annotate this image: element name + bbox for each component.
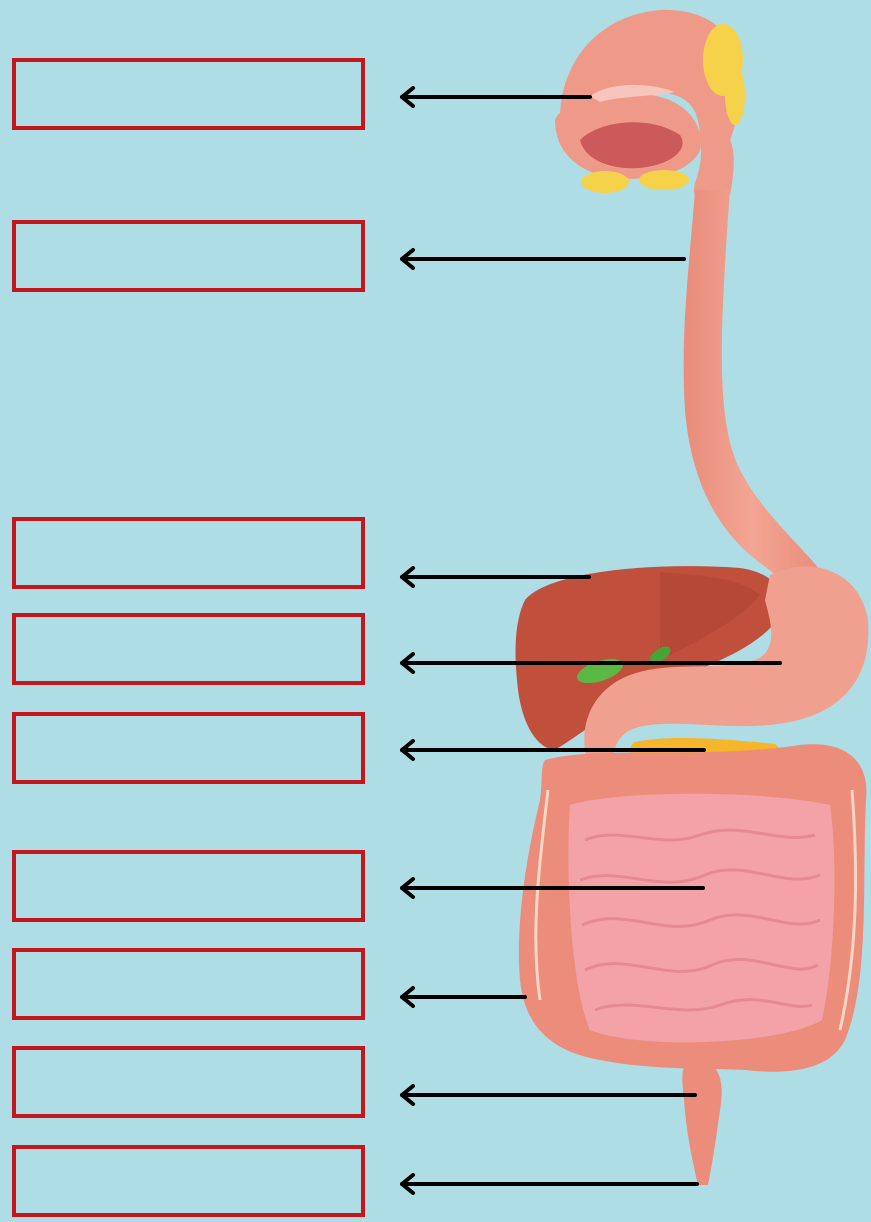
label-box-pancreas[interactable]: [12, 712, 365, 784]
label-box-mouth[interactable]: [12, 58, 365, 130]
left-arrow-icon: [402, 988, 525, 1006]
label-box-liver[interactable]: [12, 517, 365, 589]
label-box-esophagus[interactable]: [12, 220, 365, 292]
left-arrow-icon: [402, 250, 684, 268]
left-arrow-icon: [402, 1086, 695, 1104]
left-arrow-icon: [402, 1175, 697, 1193]
label-box-rectum[interactable]: [12, 1046, 365, 1118]
label-box-stomach[interactable]: [12, 613, 365, 685]
label-box-large-intestine[interactable]: [12, 948, 365, 1020]
rectum-illustration: [682, 1060, 721, 1185]
label-box-anus[interactable]: [12, 1145, 365, 1217]
label-box-small-intestine[interactable]: [12, 850, 365, 922]
esophagus-illustration: [684, 190, 820, 590]
